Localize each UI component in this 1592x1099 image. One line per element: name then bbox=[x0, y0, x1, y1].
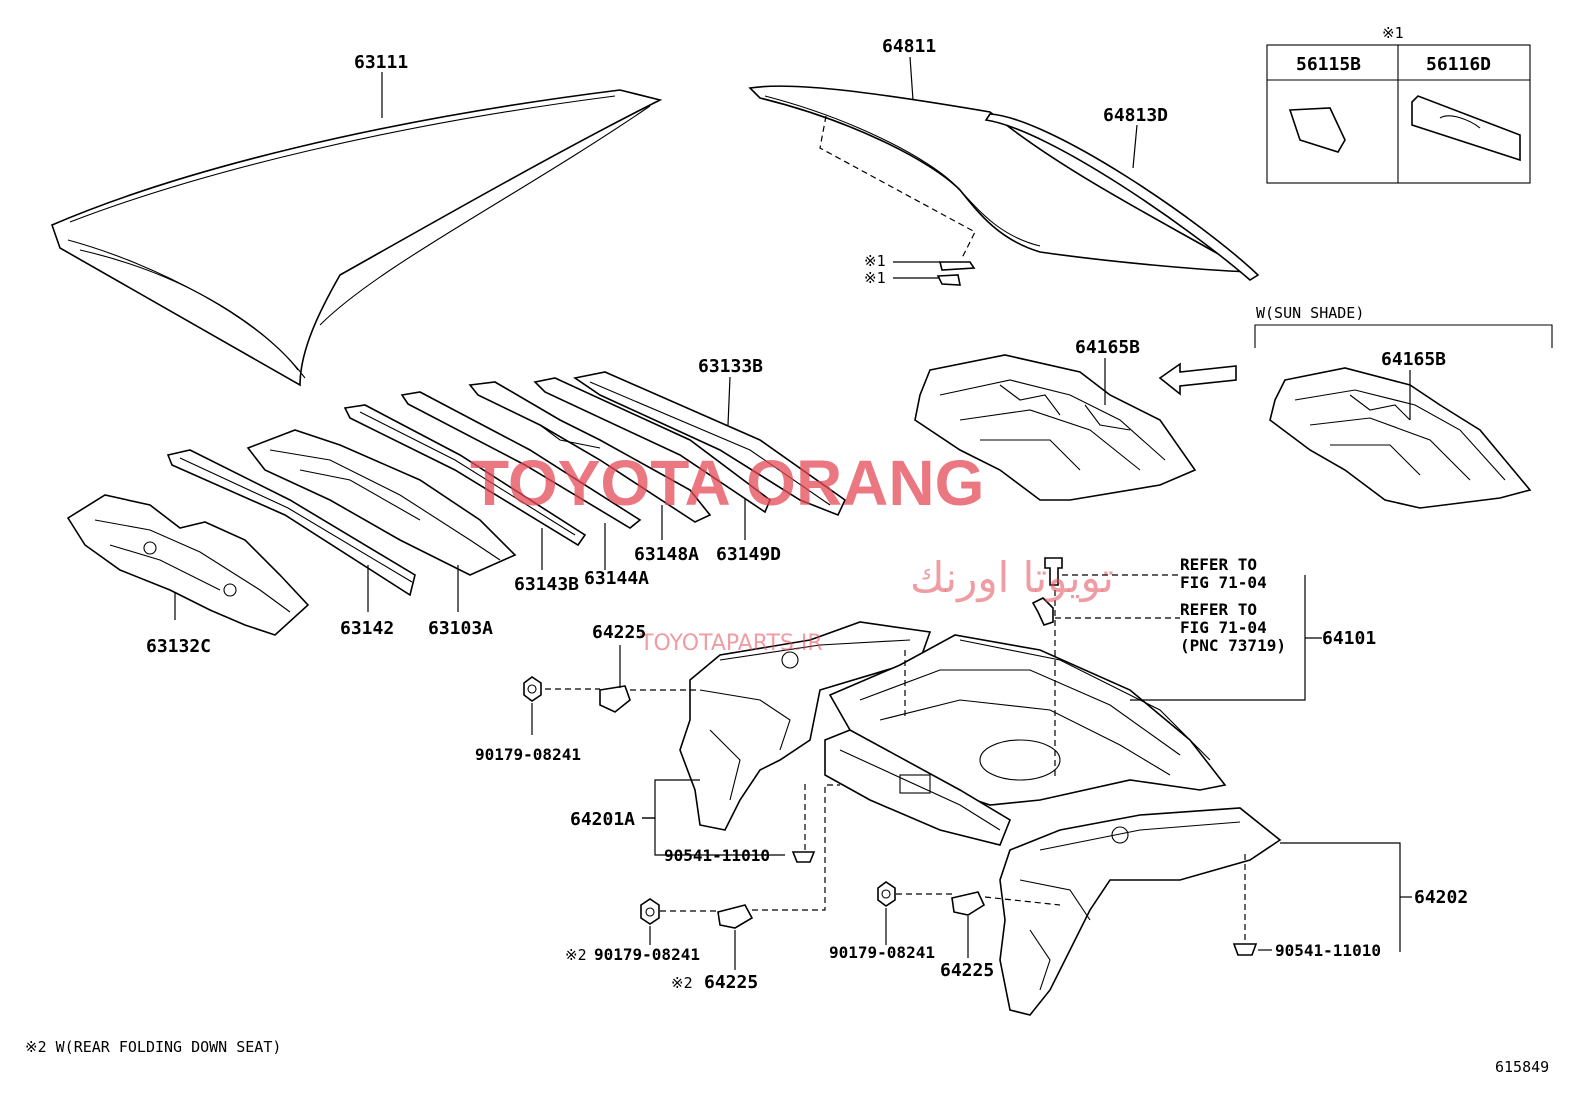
label-63143b: 63143B bbox=[514, 574, 579, 595]
roof-bow-63142[interactable] bbox=[166, 449, 416, 597]
package-tray-64101[interactable] bbox=[828, 634, 1227, 806]
nut-90179-b[interactable] bbox=[640, 898, 660, 925]
silencer-pad-right[interactable] bbox=[1269, 367, 1532, 509]
label-64225-c: 64225 bbox=[940, 960, 994, 981]
label-mark-x1a: ※1 bbox=[864, 252, 886, 270]
label-64811: 64811 bbox=[882, 36, 936, 57]
arrow-left-icon bbox=[1158, 362, 1237, 396]
roof-bow-63132c[interactable] bbox=[66, 494, 310, 636]
footnote-2: ※2 W(REAR FOLDING DOWN SEAT) bbox=[25, 1038, 281, 1056]
roof-panel[interactable] bbox=[50, 89, 663, 387]
part-labels: 63111 64811 64813D 64165B 64165B 63133B … bbox=[25, 24, 1549, 1076]
roof-bow-63148a[interactable] bbox=[468, 381, 712, 523]
label-mark-x2a: ※2 bbox=[565, 946, 587, 964]
label-64813d: 64813D bbox=[1103, 105, 1168, 126]
roof-bow-63143b[interactable] bbox=[343, 404, 587, 547]
label-90179-a: 90179-08241 bbox=[475, 745, 581, 764]
label-63149d: 63149D bbox=[716, 544, 781, 565]
roof-bow-63103a[interactable] bbox=[246, 429, 517, 576]
nut-90179-a[interactable] bbox=[523, 676, 542, 702]
rear-window-glass[interactable] bbox=[748, 85, 1260, 286]
refer-2-line3: (PNC 73719) bbox=[1180, 636, 1286, 655]
watermark-site: TOYOTAPARTS.IR bbox=[639, 631, 823, 656]
label-64101: 64101 bbox=[1322, 628, 1376, 649]
rear-panel-lower[interactable] bbox=[824, 729, 1011, 846]
label-63148a: 63148A bbox=[634, 544, 699, 565]
roof-bow-63133b[interactable] bbox=[572, 371, 847, 517]
roof-bow-63144a[interactable] bbox=[400, 391, 642, 529]
bolt-refer-1[interactable] bbox=[1044, 557, 1063, 586]
refer-2-line1: REFER TO bbox=[1180, 600, 1257, 619]
label-mark-x1b: ※1 bbox=[864, 269, 886, 287]
label-64201a: 64201A bbox=[570, 809, 635, 830]
refer-2-line2: FIG 71-04 bbox=[1180, 618, 1267, 637]
label-63132c: 63132C bbox=[146, 636, 211, 657]
nut-90179-c[interactable] bbox=[877, 881, 896, 907]
inset-note: ※1 bbox=[1382, 24, 1404, 42]
dashed-connectors bbox=[545, 590, 1246, 940]
bracket-64225-b[interactable] bbox=[717, 904, 754, 929]
sun-shade-bracket bbox=[1254, 324, 1553, 348]
label-90541-b: 90541-11010 bbox=[1275, 941, 1381, 960]
diagram-number: 615849 bbox=[1495, 1058, 1549, 1076]
label-64165b-b: 64165B bbox=[1381, 349, 1446, 370]
watermark-main: TOYOTA ORANG bbox=[470, 447, 984, 519]
label-63111: 63111 bbox=[354, 52, 408, 73]
label-64202: 64202 bbox=[1414, 887, 1468, 908]
refer-1-line1: REFER TO bbox=[1180, 555, 1257, 574]
label-64225-a: 64225 bbox=[592, 622, 646, 643]
label-64225-b: 64225 bbox=[704, 972, 758, 993]
label-90541-a: 90541-11010 bbox=[664, 846, 770, 865]
plug-90541-a[interactable] bbox=[791, 851, 816, 863]
inset-col2: 56116D bbox=[1426, 54, 1491, 75]
label-63103a: 63103A bbox=[428, 618, 493, 639]
roof-bow-63149d[interactable] bbox=[533, 377, 771, 514]
quarter-inner-panel-64202[interactable] bbox=[999, 807, 1282, 1016]
inset-col1: 56115B bbox=[1296, 54, 1361, 75]
label-63142: 63142 bbox=[340, 618, 394, 639]
label-63144a: 63144A bbox=[584, 568, 649, 589]
label-90179-b: 90179-08241 bbox=[594, 945, 700, 964]
label-mark-x2b: ※2 bbox=[671, 974, 693, 992]
leader-lines bbox=[174, 56, 1412, 970]
inset-table bbox=[1266, 44, 1531, 184]
plug-90541-b[interactable] bbox=[1232, 943, 1258, 956]
label-90179-c: 90179-08241 bbox=[829, 943, 935, 962]
clip-refer-2[interactable] bbox=[1031, 597, 1054, 626]
quarter-inner-panel-64201a[interactable] bbox=[679, 621, 932, 831]
sun-shade-label: W(SUN SHADE) bbox=[1256, 304, 1364, 322]
label-63133b: 63133B bbox=[698, 356, 763, 377]
refer-1-line2: FIG 71-04 bbox=[1180, 573, 1267, 592]
bracket-64225-a[interactable] bbox=[599, 685, 631, 713]
label-64165b-a: 64165B bbox=[1075, 337, 1140, 358]
silencer-pad-left[interactable] bbox=[914, 354, 1197, 501]
watermark-arabic: تويوتا اورنك bbox=[910, 553, 1114, 602]
bracket-64225-c[interactable] bbox=[951, 891, 986, 916]
